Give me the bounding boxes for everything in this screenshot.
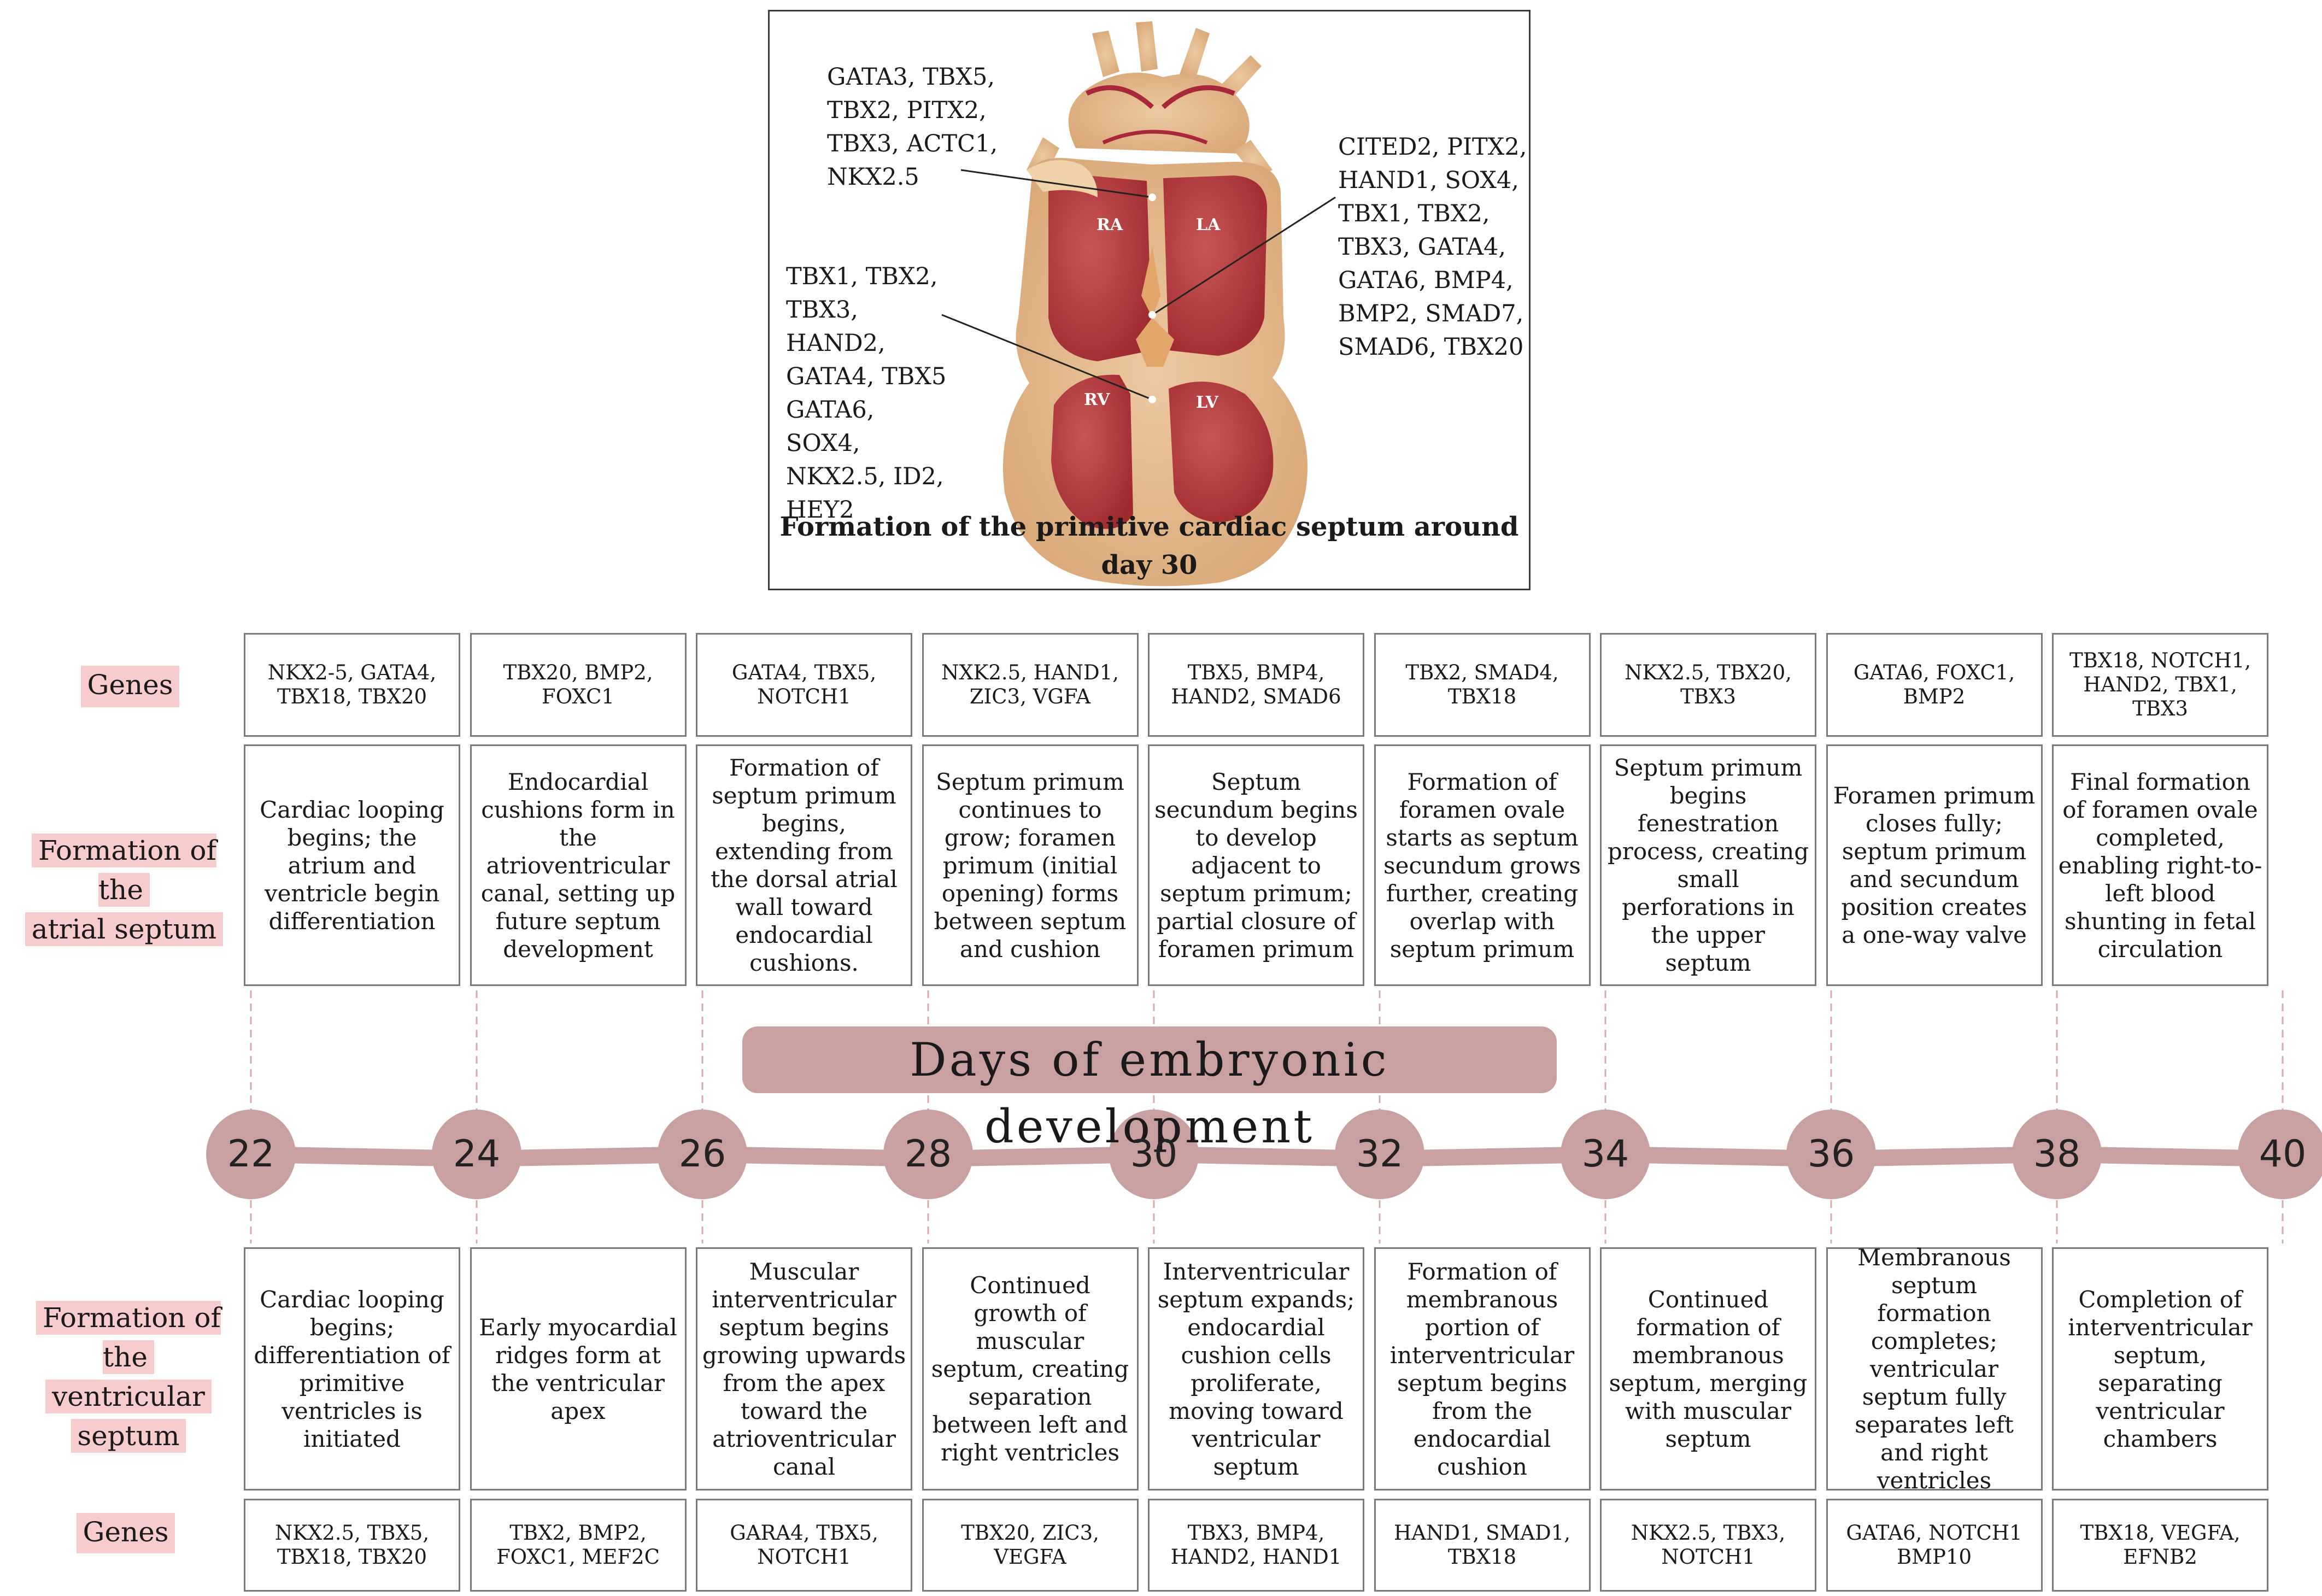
atrial-event-box: Septum primum begins fenestration proces… <box>1600 744 1816 986</box>
day-label: 24 <box>453 1133 501 1176</box>
day-label: 40 <box>2259 1133 2307 1176</box>
row-label-ventricular-septum: Formation of the ventricular septum <box>11 1298 246 1456</box>
leader-line-ventricular <box>941 314 1153 401</box>
ventricular-event-box: Muscular interventricular septum begins … <box>696 1247 912 1491</box>
atrial-genes-box: TBX2, SMAD4, TBX18 <box>1374 633 1591 737</box>
atrial-event-box: Septum secundum begins to develop adjace… <box>1148 744 1364 986</box>
day-label: 34 <box>1581 1133 1629 1176</box>
atrial-genes-box: TBX5, BMP4, HAND2, SMAD6 <box>1148 633 1364 737</box>
row-label-ventricular-line3: septum <box>71 1419 186 1453</box>
label-ra: RA <box>1096 215 1123 234</box>
atrial-genes-box: GATA6, FOXC1, BMP2 <box>1826 633 2043 737</box>
ventricular-genes-box: NKX2.5, TBX3, NOTCH1 <box>1600 1499 1816 1592</box>
day-marker <box>1335 1110 1424 1199</box>
atrial-genes-box: TBX18, NOTCH1, HAND2, TBX1, TBX3 <box>2052 633 2268 737</box>
ventricular-event-box: Continued growth of muscular septum, cre… <box>922 1247 1139 1491</box>
row-label-genes-bottom: Genes <box>77 1513 175 1553</box>
label-lv: LV <box>1196 393 1219 412</box>
row-label-atrial-line2: atrial septum <box>25 912 224 946</box>
timeline-title: Days of embryonic development <box>742 1026 1557 1153</box>
leader-dot-right <box>1148 311 1156 319</box>
day-label: 26 <box>678 1133 726 1176</box>
atrial-genes-box: NXK2.5, HAND1, ZIC3, VGFA <box>922 633 1139 737</box>
row-label-ventricular-line2: ventricular <box>45 1380 212 1413</box>
ventricular-genes-box: NKX2.5, TBX5, TBX18, TBX20 <box>244 1499 460 1592</box>
day-marker <box>1109 1110 1199 1199</box>
label-rv: RV <box>1084 390 1110 409</box>
ventricular-event-box: Interventricular septum expands; endocar… <box>1148 1247 1364 1491</box>
atrial-event-box: Cardiac looping begins; the atrium and v… <box>244 744 460 986</box>
leader-line-atrial <box>960 169 1153 198</box>
leader-line-right <box>1152 196 1336 316</box>
day-label: 32 <box>1356 1133 1404 1176</box>
figure-caption: Formation of the primitive cardiac septu… <box>779 512 1519 580</box>
atrial-genes-box: GATA4, TBX5, NOTCH1 <box>696 633 912 737</box>
day-label: 38 <box>2033 1133 2081 1176</box>
ventricular-genes-box: TBX20, ZIC3, VEGFA <box>922 1499 1139 1592</box>
day-marker <box>432 1110 521 1199</box>
atrial-event-box: Final formation of foramen ovale complet… <box>2052 744 2268 986</box>
gene-list-atrial-top: GATA3, TBX5, TBX2, PITX2, TBX3, ACTC1, N… <box>827 63 998 191</box>
day-label: 30 <box>1130 1133 1178 1176</box>
atrial-event-box: Formation of foramen ovale starts as sep… <box>1374 744 1591 986</box>
row-label-atrial-line1: Formation of the <box>31 834 217 907</box>
row-label-atrial-septum: Formation of the atrial septum <box>7 831 242 949</box>
day-marker <box>1561 1110 1650 1199</box>
gene-list-right: CITED2, PITX2, HAND1, SOX4, TBX1, TBX2, … <box>1338 133 1527 361</box>
ventricular-event-box: Formation of membranous portion of inter… <box>1374 1247 1591 1491</box>
day-marker <box>658 1110 747 1199</box>
ventricular-genes-box: TBX3, BMP4, HAND2, HAND1 <box>1148 1499 1364 1592</box>
septum-formation-figure: RA LA RV LV GATA3, TBX5, TBX2, PITX2, TB… <box>768 10 1531 590</box>
day-marker <box>2012 1110 2102 1199</box>
atrial-genes-box: NKX2-5, GATA4, TBX18, TBX20 <box>244 633 460 737</box>
heart-illustration: RA LA RV LV <box>941 21 1336 586</box>
ventricular-event-box: Cardiac looping begins; differentiation … <box>244 1247 460 1491</box>
ventricular-event-box: Membranous septum formation completes; v… <box>1826 1244 2043 1494</box>
leader-dot-ventricular <box>1148 396 1156 403</box>
atrial-event-box: Endocardial cushions form in the atriove… <box>470 744 687 986</box>
ventricular-genes-box: GARA4, TBX5, NOTCH1 <box>696 1499 912 1592</box>
atrial-event-box: Formation of septum primum begins, exten… <box>696 744 912 986</box>
atrial-event-box: Septum primum continues to grow; foramen… <box>922 744 1139 986</box>
ventricular-genes-box: GATA6, NOTCH1 BMP10 <box>1826 1499 2043 1592</box>
ventricular-event-box: Early myocardial ridges form at the vent… <box>470 1247 687 1491</box>
ventricular-genes-box: TBX2, BMP2, FOXC1, MEF2C <box>470 1499 687 1592</box>
ventricular-genes-box: TBX18, VEGFA, EFNB2 <box>2052 1499 2268 1592</box>
day-label: 22 <box>227 1133 275 1176</box>
atrial-event-box: Foramen primum closes fully; septum prim… <box>1826 744 2043 986</box>
ventricular-event-box: Completion of interventricular septum, s… <box>2052 1247 2268 1491</box>
row-label-genes-top: Genes <box>81 666 179 707</box>
ventricular-event-box: Continued formation of membranous septum… <box>1600 1247 1816 1491</box>
leader-dot-atrial <box>1148 193 1156 201</box>
day-label: 28 <box>904 1133 952 1176</box>
day-marker <box>1786 1110 1876 1199</box>
day-marker <box>2238 1110 2322 1199</box>
day-marker <box>206 1110 296 1199</box>
aortic-arch <box>1027 21 1273 178</box>
day-label: 36 <box>1807 1133 1855 1176</box>
ventricular-genes-box: HAND1, SMAD1, TBX18 <box>1374 1499 1591 1592</box>
gene-list-ventricular: TBX1, TBX2, TBX3, HAND2, GATA4, TBX5 GAT… <box>786 263 947 524</box>
atrial-genes-box: TBX20, BMP2, FOXC1 <box>470 633 687 737</box>
label-la: LA <box>1196 215 1221 234</box>
atrial-genes-box: NKX2.5, TBX20, TBX3 <box>1600 633 1816 737</box>
day-marker <box>883 1110 973 1199</box>
